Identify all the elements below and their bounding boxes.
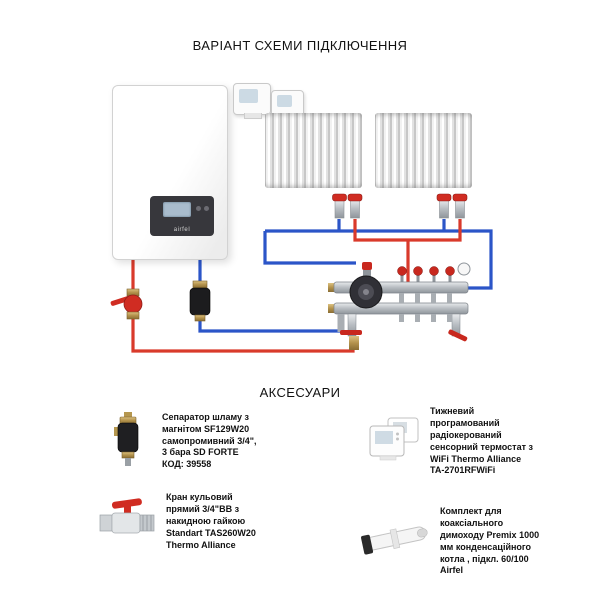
radiator-valve [436,193,452,219]
flow-knob [413,266,423,276]
wifi-thermostat-icon [368,416,422,467]
accessory-text: Сепаратор шламу з магнітом SF129W20 само… [162,411,257,470]
pressure-gauge [457,262,471,276]
thermostat-screen [239,89,258,103]
radiator-1 [265,113,362,188]
radiator-valve [332,193,347,219]
accessory-text: Тижневий програмований радіокерований се… [430,406,533,476]
wall-thermostat [233,83,271,119]
piping-schematic [110,193,493,353]
accessory-item-separator: Сепаратор шламу з магнітом SF129W20 само… [102,410,257,473]
flow-knob [445,266,455,276]
connection-scheme-diagram: airfel [110,83,493,353]
boiler-control-panel: airfel [150,196,214,236]
accessory-text: Кран кульовий прямий 3/4"ВВ з накидною г… [166,492,256,550]
boiler-display [163,202,191,217]
ball-valve-icon [98,496,158,547]
sludge-separator-diagram [189,280,211,322]
boiler-button [204,206,209,211]
accessory-item-ball-valve: Кран кульовий прямий 3/4"ВВ з накидною г… [98,492,266,551]
accessory-text: Комплект для коаксіального димоходу Prem… [440,506,540,576]
accessory-item-chimney: Комплект для коаксіального димоходу Prem… [360,506,540,577]
accessory-item-thermostat: Тижневий програмований радіокерований се… [368,406,534,477]
boiler-ball-valve-diagram [110,288,143,320]
flow-knob [429,266,439,276]
radiator-valve [452,193,468,219]
radiator-valves [332,193,468,219]
outlet-lever [448,329,468,342]
radiator-2 [375,113,472,188]
boiler-brand-label: airfel [173,227,191,233]
accessories-heading: АКСЕСУАРИ [259,385,341,400]
page-title: ВАРІАНТ СХЕМИ ПІДКЛЮЧЕННЯ [192,38,408,53]
radiator-valve [347,193,363,219]
outlet-lever [340,330,362,335]
circulation-pump [349,275,383,309]
sludge-separator-icon [102,410,154,473]
manifold-bottom-bar [333,302,469,315]
boiler-button [196,206,201,211]
boiler: airfel [112,85,228,260]
coaxial-chimney-icon [360,516,432,567]
flow-knob [397,266,407,276]
thermostat-screen [277,95,292,107]
manifold-assembly [328,262,471,350]
